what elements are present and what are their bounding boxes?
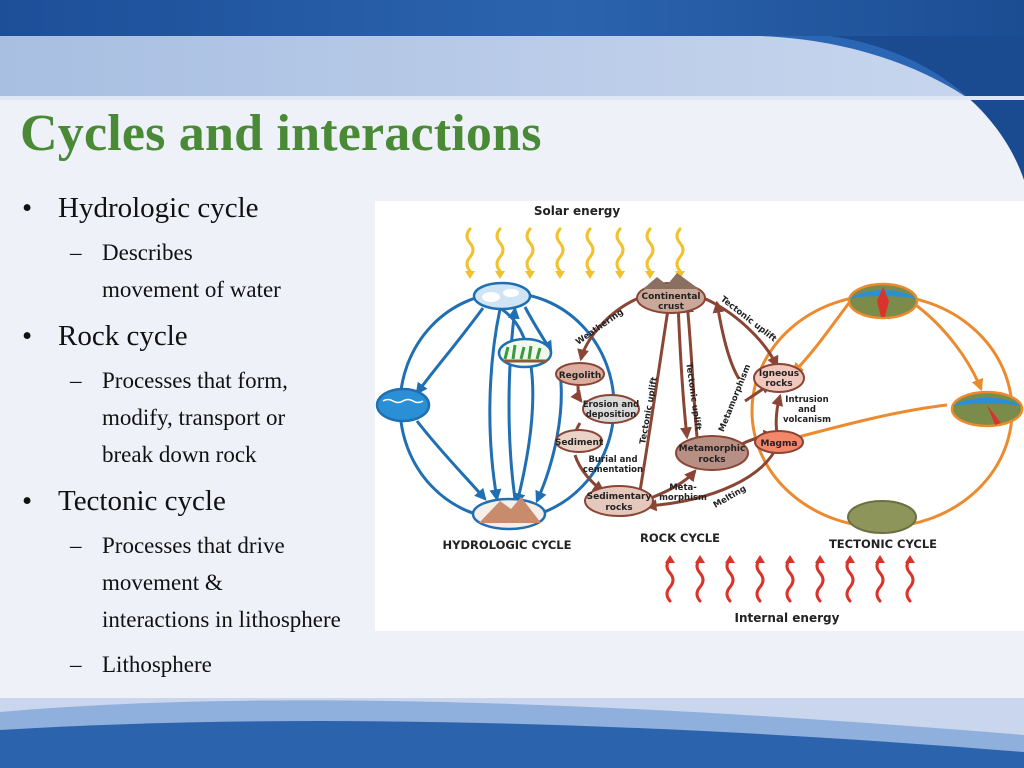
sub-bullet-continuation: modify, transport or (102, 405, 286, 430)
earth-cycles-diagram: Solar energy (375, 201, 1024, 631)
sedimentary-rocks-node: Sedimentary rocks (584, 485, 654, 517)
meta-morphism-label: Meta- (669, 483, 697, 493)
svg-text:Metamorphic: Metamorphic (679, 444, 746, 454)
subduction-zone-icon (950, 390, 1024, 428)
erosion-deposition-node: Erosion and deposition (582, 394, 640, 424)
sub-bullet-continuation: break down rock (102, 442, 257, 467)
tectonic-cycle-label: TECTONIC CYCLE (829, 537, 937, 551)
svg-text:Erosion and: Erosion and (583, 400, 640, 410)
metamorphic-rocks-node: Metamorphic rocks (675, 435, 749, 471)
svg-text:deposition: deposition (586, 410, 637, 420)
magma-node: Magma (754, 430, 804, 454)
intrusion-volcanism-label: volcanism (783, 415, 831, 425)
tectonic-uplift-label: Tectonic uplift (718, 295, 778, 345)
sub-bullet: –Processes that drive (70, 533, 285, 558)
burial-cementation-label: cementation (583, 465, 643, 475)
hydrologic-cycle-label: HYDROLOGIC CYCLE (443, 538, 572, 552)
solar-arrowheads (465, 271, 685, 279)
sediment-node: Sediment (555, 429, 604, 453)
mountain-icon (471, 497, 547, 531)
intrusion-volcanism-label: Intrusion (785, 395, 828, 405)
internal-arrowheads (665, 555, 915, 563)
svg-text:rocks: rocks (698, 455, 725, 465)
cloud-icon (472, 281, 532, 311)
meta-morphism-label: morphism (659, 493, 707, 503)
bullet-hydrologic: •Hydrologic cycle (22, 192, 259, 224)
svg-text:crust: crust (658, 302, 685, 312)
svg-text:rocks: rocks (605, 503, 632, 513)
continental-crust-node: Continental crust (636, 273, 706, 314)
burial-cementation-label: Burial and (588, 455, 637, 465)
bullet-tectonic: •Tectonic cycle (22, 485, 226, 517)
solar-energy-waves (465, 227, 685, 273)
sub-bullet-lithosphere: –Lithosphere (70, 652, 212, 677)
bullet-rock: •Rock cycle (22, 320, 188, 352)
rock-cycle-label: ROCK CYCLE (640, 531, 720, 545)
ocean-ridge-icon (847, 282, 919, 320)
slide-title: Cycles and interactions (20, 105, 542, 162)
sub-bullet: –Describes (70, 240, 193, 265)
crust-icon (847, 500, 917, 534)
regolith-node: Regolith (555, 362, 605, 386)
sub-bullet-continuation: movement of water (102, 277, 281, 302)
svg-text:Regolith: Regolith (559, 371, 602, 381)
svg-text:Sediment: Sediment (555, 438, 604, 448)
sub-bullet-continuation: movement & (102, 570, 223, 595)
svg-text:Igneous: Igneous (759, 369, 799, 379)
svg-text:rocks: rocks (765, 379, 792, 389)
vegetation-icon (497, 337, 553, 369)
ocean-icon (375, 387, 431, 423)
intrusion-volcanism-label: and (798, 405, 816, 415)
svg-text:Continental: Continental (642, 292, 701, 302)
svg-text:Magma: Magma (761, 439, 798, 449)
internal-energy-label: Internal energy (735, 611, 840, 625)
igneous-rocks-node: Igneous rocks (753, 363, 805, 393)
internal-energy-waves (665, 557, 915, 603)
bullet-list: •Hydrologic cycle –Describes movement of… (22, 190, 442, 683)
tectonic-uplift-label-2: Tectonic uplift (638, 376, 660, 445)
sub-bullet: –Processes that form, (70, 368, 288, 393)
sub-bullet-continuation: interactions in lithosphere (102, 607, 341, 632)
svg-text:Sedimentary: Sedimentary (587, 492, 652, 502)
solar-energy-label: Solar energy (534, 204, 621, 218)
